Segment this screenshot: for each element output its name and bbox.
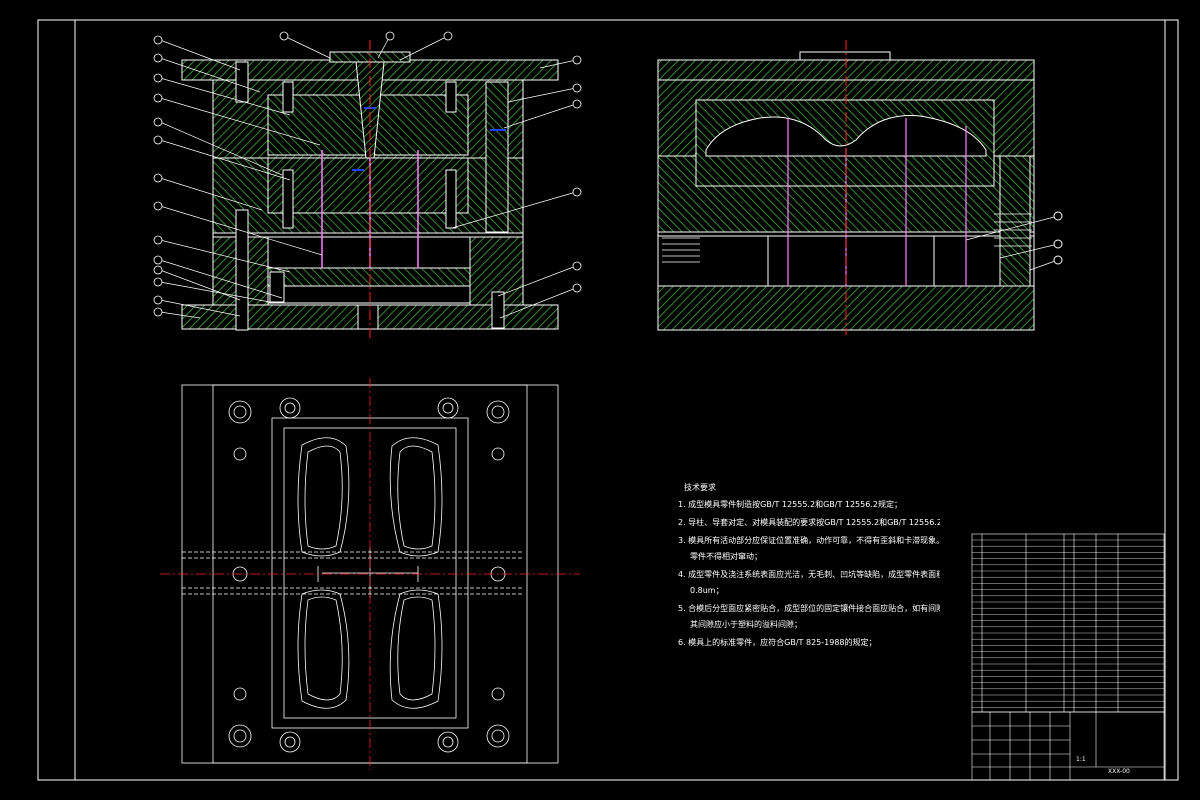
- requirement-4: 4. 成型零件及浇注系统表面应光洁，无毛刺、凹坑等缺陷，成型零件表面粗糙度Ra值…: [678, 570, 940, 579]
- requirement-5: 5. 合模后分型面应紧密贴合，成型部位的固定镶件接合面应贴合，如有间隙，: [678, 604, 940, 613]
- cavity-4: [389, 589, 443, 709]
- technical-requirements-title: 技术要求: [684, 483, 716, 492]
- requirement-1: 1. 成型模具零件制造按GB/T 12555.2和GB/T 12556.2规定；: [678, 500, 902, 509]
- cooling-channel-bottom: [182, 587, 524, 595]
- cavity-1-inner: [304, 445, 343, 550]
- part-profile: [705, 115, 987, 157]
- plan-guide-bushings: [228, 397, 510, 753]
- sprue-puller-top: [799, 51, 891, 61]
- side-return-block: [999, 155, 1031, 287]
- plan-view: [160, 378, 580, 770]
- requirement-4-cont: 0.8um；: [690, 586, 724, 595]
- cavity-2-inner: [397, 445, 436, 550]
- requirement-3: 3. 模具所有活动部分应保证位置准确，动作可靠，不得有歪斜和卡滞现象。要求固定的: [678, 536, 940, 545]
- cavity-4-inner: [397, 596, 436, 701]
- requirement-6: 6. 模具上的标准零件，应符合GB/T 825-1988的规定；: [678, 638, 877, 647]
- springs: [662, 213, 1032, 263]
- core-insert: [267, 157, 469, 214]
- parts-list: [971, 533, 1165, 713]
- socket-head-screws: [269, 81, 457, 303]
- side-spacer-left: [657, 235, 769, 287]
- support-plate: [212, 232, 524, 238]
- ejector-plate: [267, 285, 471, 304]
- side-balloon-1: [1053, 211, 1063, 221]
- front-section-view: [181, 40, 559, 340]
- sprue-bushing: [355, 61, 385, 159]
- cooling-channel-top: [182, 551, 524, 559]
- technical-requirements: 技术要求 1. 成型模具零件制造按GB/T 12555.2和GB/T 12556…: [678, 482, 940, 648]
- runner-system: [317, 548, 419, 598]
- side-leader-2: [999, 243, 1059, 259]
- requirement-2: 2. 导柱、导套对定、对模具装配的要求按GB/T 12555.2和GB/T 12…: [678, 518, 940, 527]
- ejector-retainer-plate: [267, 267, 471, 287]
- cavity-3-inner: [304, 596, 343, 701]
- balloon-leaders-front: [159, 35, 577, 319]
- requirement-5-cont: 其间隙应小于塑料的溢料间隙；: [690, 620, 802, 629]
- side-leader-3: [1029, 259, 1059, 271]
- cavity-1: [297, 437, 350, 557]
- guide-pillars: [235, 61, 509, 331]
- side-leader-1: [965, 215, 1059, 241]
- inner-frame: [74, 19, 1166, 781]
- side-section-view: [657, 40, 1063, 335]
- balloons-front: [153, 31, 582, 317]
- ejector-hole: [357, 304, 379, 330]
- scale-value: 1:1: [1076, 756, 1086, 763]
- side-balloon-2: [1053, 239, 1063, 249]
- side-balloon-3: [1053, 255, 1063, 265]
- requirement-3-cont: 零件不得相对窜动；: [690, 552, 762, 561]
- drawing-number: XXX-00: [1108, 768, 1130, 775]
- cavity-3: [297, 589, 350, 709]
- title-block: [971, 711, 1165, 781]
- parts-list-rows: [972, 539, 1164, 708]
- side-ejector-area: [767, 235, 935, 287]
